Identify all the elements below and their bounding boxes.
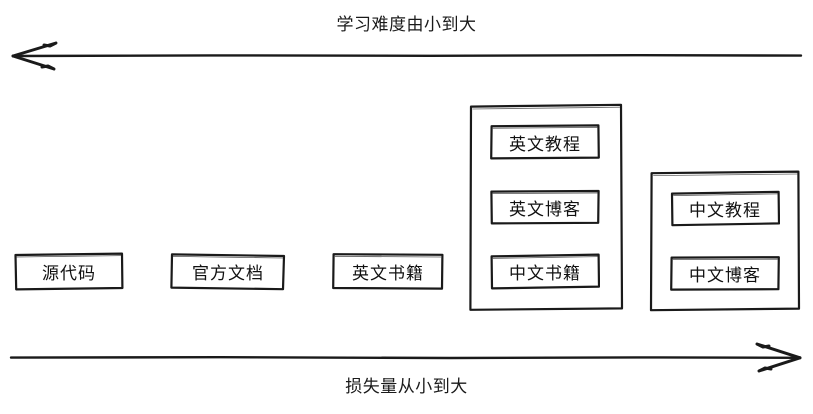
node-label: 中文博客 bbox=[689, 266, 761, 286]
node-label: 英文书籍 bbox=[352, 264, 424, 284]
node-box[interactable]: 中文教程 bbox=[670, 190, 780, 227]
node-label: 英文教程 bbox=[509, 134, 581, 155]
node-label: 中文教程 bbox=[689, 201, 761, 221]
node-box[interactable]: 源代码 bbox=[14, 252, 124, 291]
node-label: 英文博客 bbox=[509, 199, 581, 220]
node-label: 源代码 bbox=[42, 264, 96, 284]
group-container-chinese[interactable]: 中文教程 中文博客 bbox=[649, 170, 801, 312]
node-box[interactable]: 英文博客 bbox=[490, 189, 600, 225]
top-axis-label: 学习难度由小到大 bbox=[336, 15, 477, 35]
node-label: 中文书籍 bbox=[509, 264, 581, 284]
node-box[interactable]: 中文博客 bbox=[670, 255, 780, 292]
node-box[interactable]: 官方文档 bbox=[170, 252, 286, 291]
node-box[interactable]: 英文教程 bbox=[490, 124, 600, 160]
bottom-axis-label: 损失量从小到大 bbox=[345, 377, 468, 397]
group-container-english[interactable]: 英文教程 英文博客 中文书籍 bbox=[468, 103, 624, 312]
node-box[interactable]: 英文书籍 bbox=[332, 252, 444, 291]
node-label: 官方文档 bbox=[192, 264, 264, 284]
difficulty-arrow bbox=[0, 36, 813, 80]
node-box[interactable]: 中文书籍 bbox=[490, 253, 600, 290]
